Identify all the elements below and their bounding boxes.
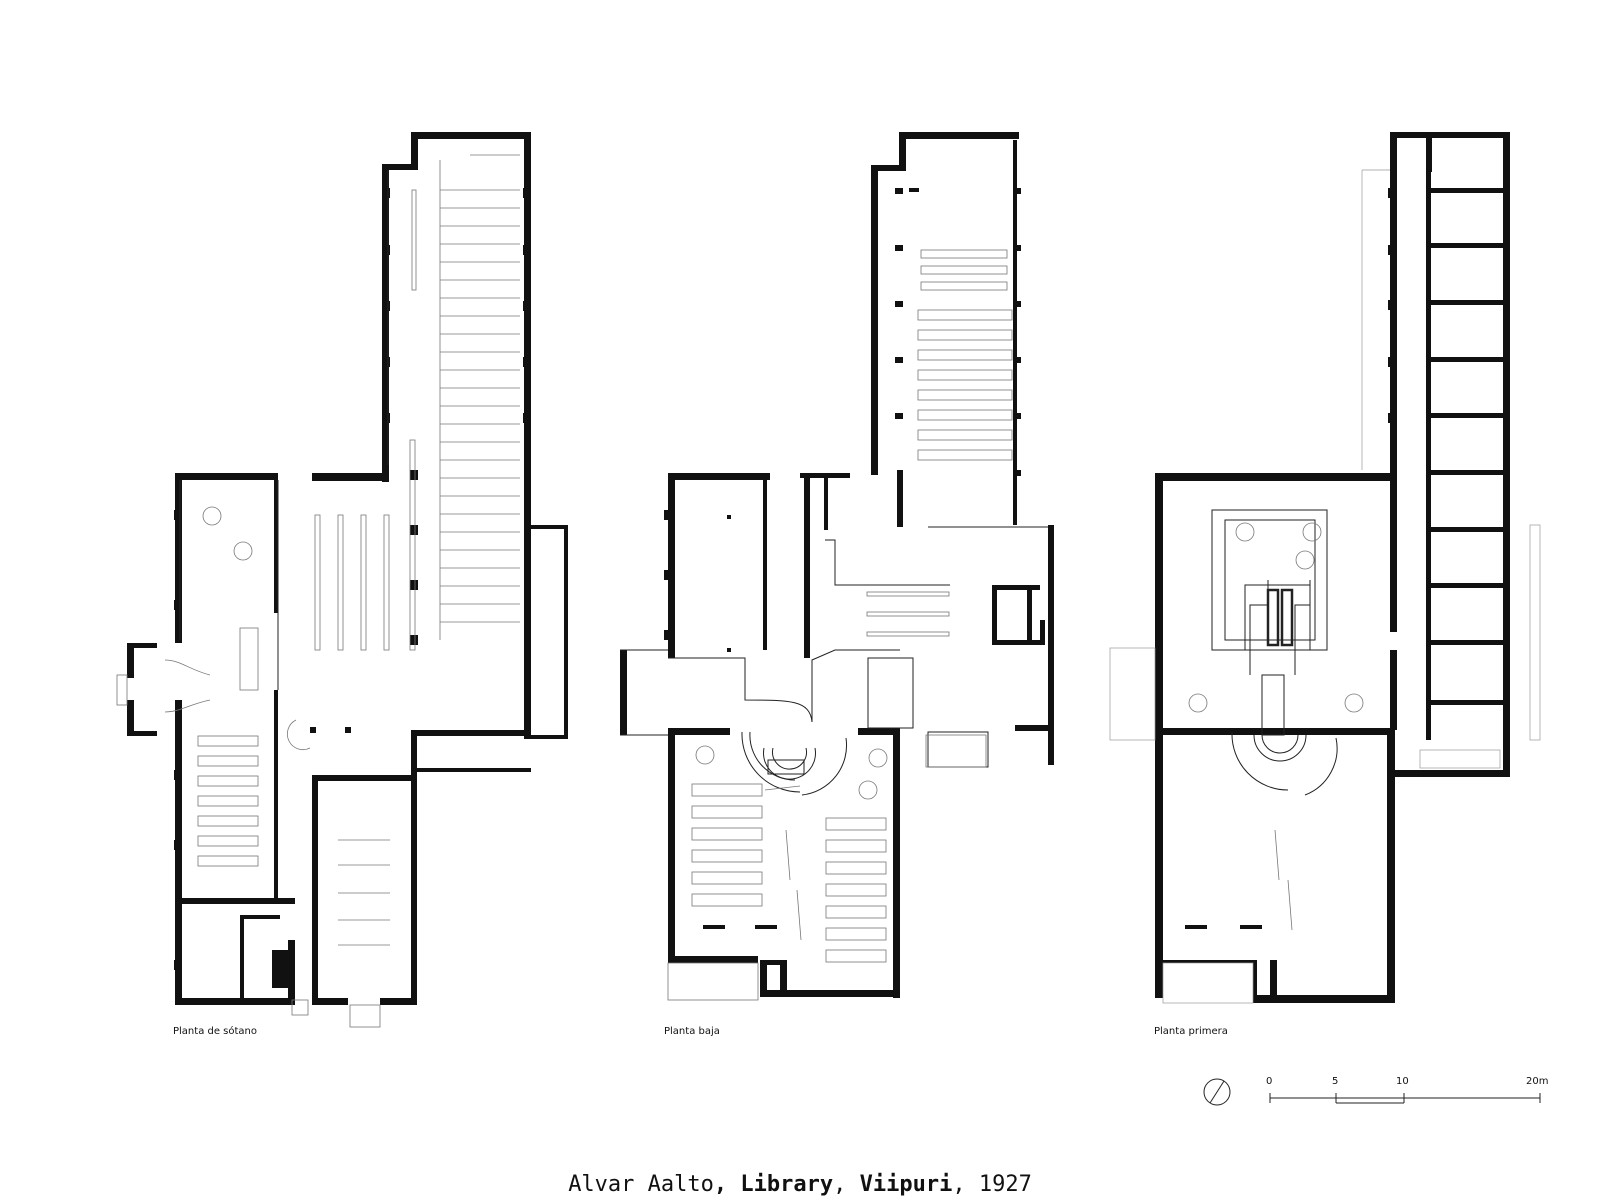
scale-tick-5: 5	[1332, 1076, 1339, 1087]
scale-bar	[1203, 1078, 1541, 1106]
plan-first-floor	[1109, 132, 1541, 1004]
caption-year: 1927	[978, 1172, 1032, 1197]
caption-architect: Alvar Aalto	[568, 1172, 714, 1197]
plan-label-ground-floor: Planta baja	[664, 1026, 720, 1037]
caption-building: Library	[740, 1172, 834, 1197]
scale-tick-10: 10	[1396, 1076, 1409, 1087]
plan-label-basement: Planta de sótano	[173, 1026, 258, 1037]
caption: Alvar Aalto, Library, Viipuri, 1927	[0, 1172, 1600, 1197]
caption-city: Viipuri	[859, 1172, 953, 1197]
scale-tick-20m: 20m	[1526, 1076, 1549, 1087]
caption-sep-1: ,	[713, 1172, 741, 1197]
plan-label-first-floor: Planta primera	[1154, 1026, 1228, 1037]
north-arrow-icon	[1203, 1078, 1231, 1106]
plan-ground-floor	[620, 132, 1054, 1001]
caption-sep-3: ,	[952, 1172, 979, 1197]
caption-sep-2: ,	[833, 1172, 860, 1197]
scale-tick-0: 0	[1266, 1076, 1273, 1087]
plan-basement	[116, 132, 568, 1028]
